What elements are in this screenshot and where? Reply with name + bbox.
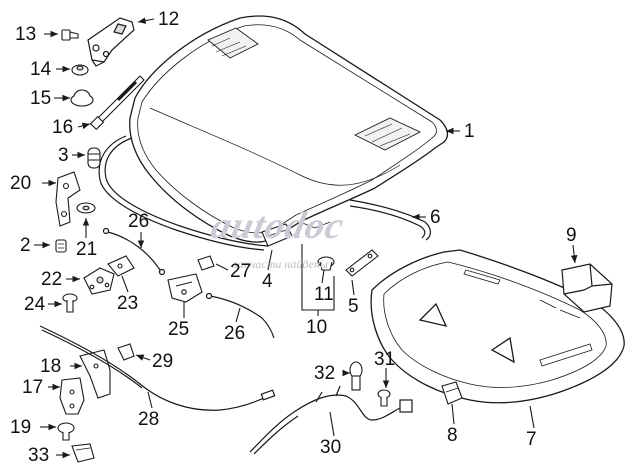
bumper-15 (70, 89, 94, 107)
callout-16: 16 (52, 117, 74, 138)
callout-23: 23 (117, 293, 139, 314)
callout-26-upper: 26 (128, 211, 150, 232)
bolt-13 (61, 29, 79, 41)
hood-seal-rear (349, 199, 431, 241)
group-bracket-10 (301, 244, 335, 316)
callout-11: 11 (314, 284, 334, 305)
callout-17: 17 (22, 377, 44, 398)
sensor-32 (349, 361, 363, 391)
callout-8: 8 (447, 425, 458, 446)
callout-29: 29 (152, 351, 174, 372)
nut-14 (71, 64, 89, 76)
callout-4: 4 (262, 271, 273, 292)
latch-25 (167, 273, 203, 303)
clip-8 (441, 381, 463, 405)
clip-27 (197, 255, 215, 271)
release-cable-lower (205, 292, 275, 339)
callout-9: 9 (566, 225, 577, 246)
watermark-tagline: запчасти найдены (233, 257, 328, 271)
fastener-11 (317, 256, 335, 271)
callout-28: 28 (138, 409, 160, 430)
callout-2: 2 (20, 235, 31, 256)
callout-26-lower: 26 (224, 323, 246, 344)
hood-panel (129, 15, 449, 243)
callout-18: 18 (40, 356, 62, 377)
callout-27: 27 (230, 261, 252, 282)
callout-25: 25 (168, 319, 190, 340)
callout-13: 13 (15, 24, 37, 45)
bumper-stop-3 (87, 147, 101, 169)
callout-15: 15 (30, 88, 52, 109)
callout-12: 12 (158, 9, 180, 30)
bolt-2 (55, 239, 67, 253)
latch-bracket-20 (55, 171, 81, 227)
plate-23 (107, 255, 135, 277)
callout-1: 1 (464, 121, 475, 142)
latch-22 (83, 267, 115, 295)
bracket-4 (261, 223, 293, 247)
hood-hinge (87, 17, 135, 67)
wiring-harness-30 (249, 385, 413, 455)
callout-31: 31 (374, 349, 396, 370)
bolt-31 (377, 389, 391, 407)
callout-22: 22 (41, 269, 63, 290)
callout-19: 19 (10, 417, 32, 438)
clip-29 (117, 343, 135, 361)
callout-24: 24 (24, 294, 46, 315)
screw-19 (57, 422, 75, 441)
callout-3: 3 (58, 145, 69, 166)
clip-33 (71, 443, 95, 463)
hinge-17 (59, 377, 85, 415)
clip-21 (76, 202, 96, 214)
hood-insulator (370, 249, 625, 404)
callout-20: 20 (10, 173, 32, 194)
callout-32: 32 (314, 363, 336, 384)
hood-seal-front (98, 135, 269, 251)
insulator-block-9 (561, 263, 613, 313)
callout-21: 21 (76, 239, 98, 260)
release-cable-28 (39, 325, 276, 411)
callout-10: 10 (306, 317, 328, 338)
callout-33: 33 (28, 445, 50, 466)
gas-strut (89, 75, 145, 131)
callout-7: 7 (526, 429, 537, 450)
leader-lines (34, 17, 578, 459)
callout-6: 6 (430, 207, 441, 228)
bracket-5 (345, 249, 379, 277)
callout-5: 5 (348, 296, 359, 317)
watermark-logo: autodoc (207, 205, 349, 247)
callout-14: 14 (30, 59, 52, 80)
callout-30: 30 (320, 437, 342, 458)
screw-24 (62, 293, 78, 313)
